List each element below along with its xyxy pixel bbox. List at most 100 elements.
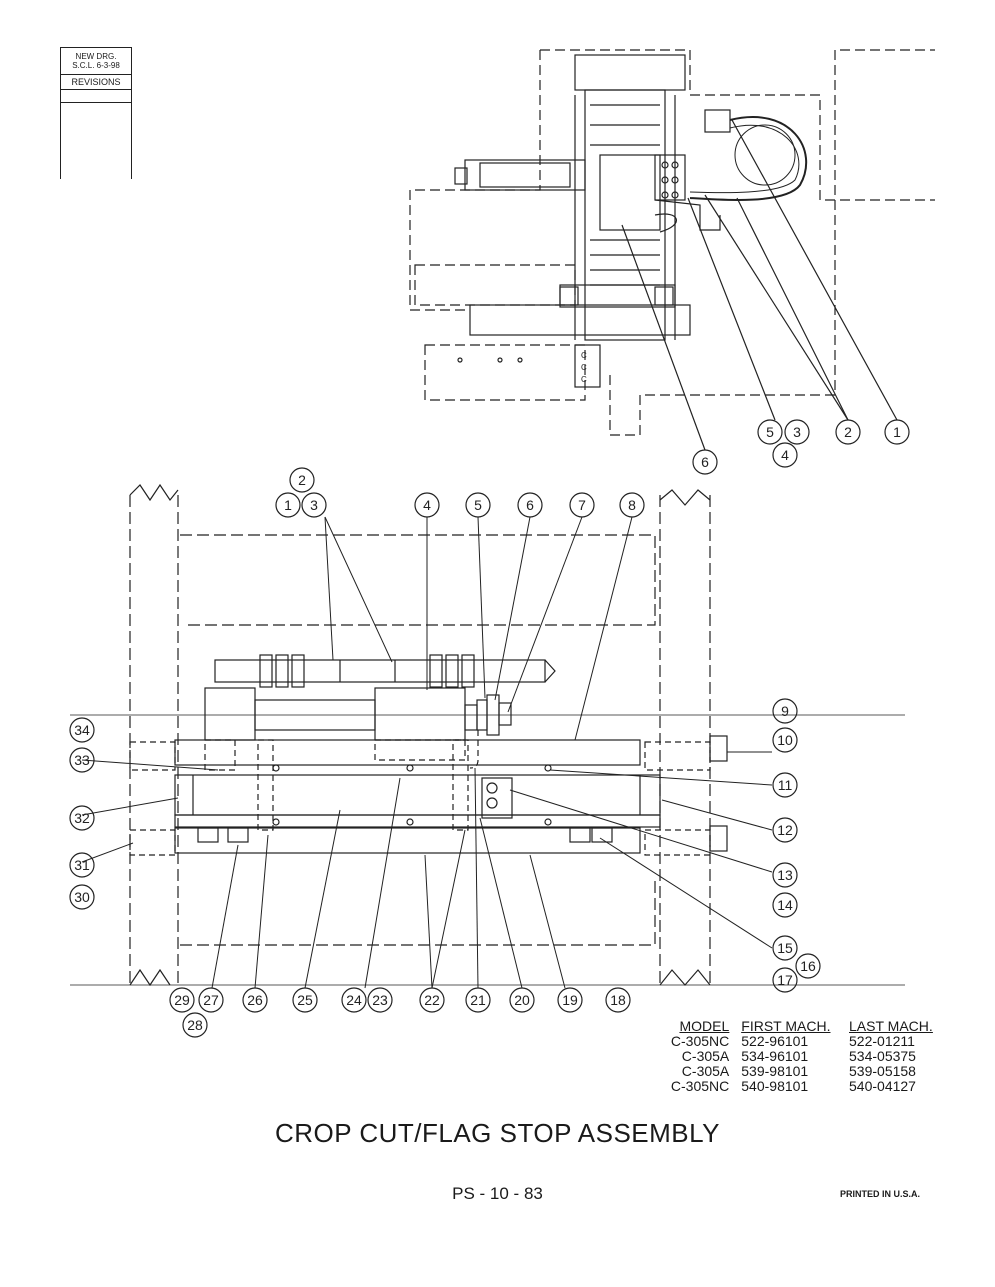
top-view-callouts: 1 2 3 4 5 6 (692, 419, 910, 475)
svg-text:2: 2 (298, 472, 306, 488)
callout-6: 6 (692, 449, 718, 475)
svg-text:4: 4 (781, 447, 789, 463)
callout-7: 7 (569, 492, 595, 518)
svg-text:22: 22 (424, 992, 440, 1008)
callout-6: 6 (517, 492, 543, 518)
svg-text:24: 24 (346, 992, 362, 1008)
svg-text:18: 18 (610, 992, 626, 1008)
callout-10: 10 (772, 727, 798, 753)
header-last-mach: LAST MACH. (849, 1018, 933, 1034)
callout-25: 25 (292, 987, 318, 1013)
model-table-header: MODEL FIRST MACH. LAST MACH. (640, 1018, 945, 1034)
revisions-header: REVISIONS (61, 75, 131, 90)
callout-20: 20 (509, 987, 535, 1013)
header-model: MODEL (679, 1018, 730, 1034)
callout-34: 34 (69, 717, 95, 743)
callout-27: 27 (198, 987, 224, 1013)
svg-text:11: 11 (778, 777, 793, 793)
callout-1: 1 (884, 419, 910, 445)
row-last: 522-01211 (849, 1033, 915, 1049)
header-first-mach: FIRST MACH. (741, 1018, 831, 1034)
svg-text:1: 1 (284, 497, 292, 513)
svg-text:C: C (581, 363, 587, 372)
callout-11: 11 (772, 772, 798, 798)
page-title: CROP CUT/FLAG STOP ASSEMBLY (274, 1118, 721, 1148)
svg-text:20: 20 (514, 992, 530, 1008)
model-table: MODEL FIRST MACH. LAST MACH. C-305NC 522… (640, 1018, 945, 1094)
svg-text:4: 4 (423, 497, 431, 513)
svg-text:32: 32 (74, 810, 90, 826)
main-view (70, 483, 905, 989)
row-model: C-305A (681, 1063, 730, 1079)
callout-18: 18 (605, 987, 631, 1013)
revisions-blank-row (61, 90, 131, 103)
svg-text:21: 21 (470, 992, 486, 1008)
row-last: 540-04127 (849, 1078, 916, 1094)
callout-15: 15 (772, 935, 798, 961)
callout-5: 5 (757, 419, 783, 445)
svg-text:33: 33 (74, 752, 90, 768)
callout-26: 26 (242, 987, 268, 1013)
svg-text:12: 12 (777, 822, 793, 838)
callout-3: 3 (784, 419, 810, 445)
callout-16: 16 (795, 953, 821, 979)
svg-text:1: 1 (893, 424, 901, 440)
svg-text:C: C (581, 375, 587, 384)
svg-text:16: 16 (800, 958, 816, 974)
callout-13: 13 (772, 862, 798, 888)
svg-text:26: 26 (247, 992, 263, 1008)
svg-text:29: 29 (174, 992, 190, 1008)
callout-24: 24 (341, 987, 367, 1013)
top-view: C C C (409, 49, 935, 451)
table-row: C-305NC 522-96101 522-01211 (640, 1034, 945, 1049)
callout-12: 12 (772, 817, 798, 843)
svg-text:30: 30 (74, 889, 90, 905)
svg-text:31: 31 (74, 857, 90, 873)
callout-4: 4 (772, 442, 798, 468)
svg-text:34: 34 (74, 722, 90, 738)
svg-text:3: 3 (793, 424, 801, 440)
row-last: 539-05158 (849, 1063, 916, 1079)
table-row: C-305NC 540-98101 540-04127 (640, 1079, 945, 1094)
table-row: C-305A 539-98101 539-05158 (640, 1064, 945, 1079)
svg-text:9: 9 (781, 703, 789, 719)
svg-text:28: 28 (187, 1017, 203, 1033)
callout-2: 2 (289, 467, 315, 493)
svg-text:13: 13 (777, 867, 793, 883)
row-first: 522-96101 (741, 1033, 809, 1049)
row-model: C-305NC (670, 1078, 730, 1094)
callout-30: 30 (69, 884, 95, 910)
svg-text:25: 25 (297, 992, 313, 1008)
callout-17: 17 (772, 967, 798, 993)
callout-3: 3 (301, 492, 327, 518)
callout-23: 23 (367, 987, 393, 1013)
page-number: PS - 10 - 83 (452, 1184, 543, 1203)
callout-22: 22 (419, 987, 445, 1013)
callout-28: 28 (182, 1012, 208, 1038)
row-first: 534-96101 (741, 1048, 809, 1064)
svg-text:17: 17 (777, 972, 793, 988)
svg-text:10: 10 (777, 732, 793, 748)
callout-21: 21 (465, 987, 491, 1013)
svg-text:5: 5 (474, 497, 482, 513)
svg-text:5: 5 (766, 424, 774, 440)
svg-text:27: 27 (203, 992, 219, 1008)
callout-19: 19 (557, 987, 583, 1013)
revision-entry: NEW DRG. S.C.L. 6-3-98 (61, 48, 131, 75)
callout-9: 9 (772, 698, 798, 724)
svg-text:C: C (581, 351, 587, 360)
svg-text:3: 3 (310, 497, 318, 513)
revision-line-1: NEW DRG. (75, 52, 117, 61)
printed-note: PRINTED IN U.S.A. (840, 1189, 921, 1199)
revisions-box: NEW DRG. S.C.L. 6-3-98 REVISIONS (60, 47, 132, 179)
callout-2: 2 (835, 419, 861, 445)
svg-text:7: 7 (578, 497, 586, 513)
callout-33: 33 (69, 747, 95, 773)
svg-text:6: 6 (701, 454, 709, 470)
row-last: 534-05375 (849, 1048, 916, 1064)
svg-text:15: 15 (777, 940, 793, 956)
callout-32: 32 (69, 805, 95, 831)
callout-29: 29 (169, 987, 195, 1013)
callout-5: 5 (465, 492, 491, 518)
